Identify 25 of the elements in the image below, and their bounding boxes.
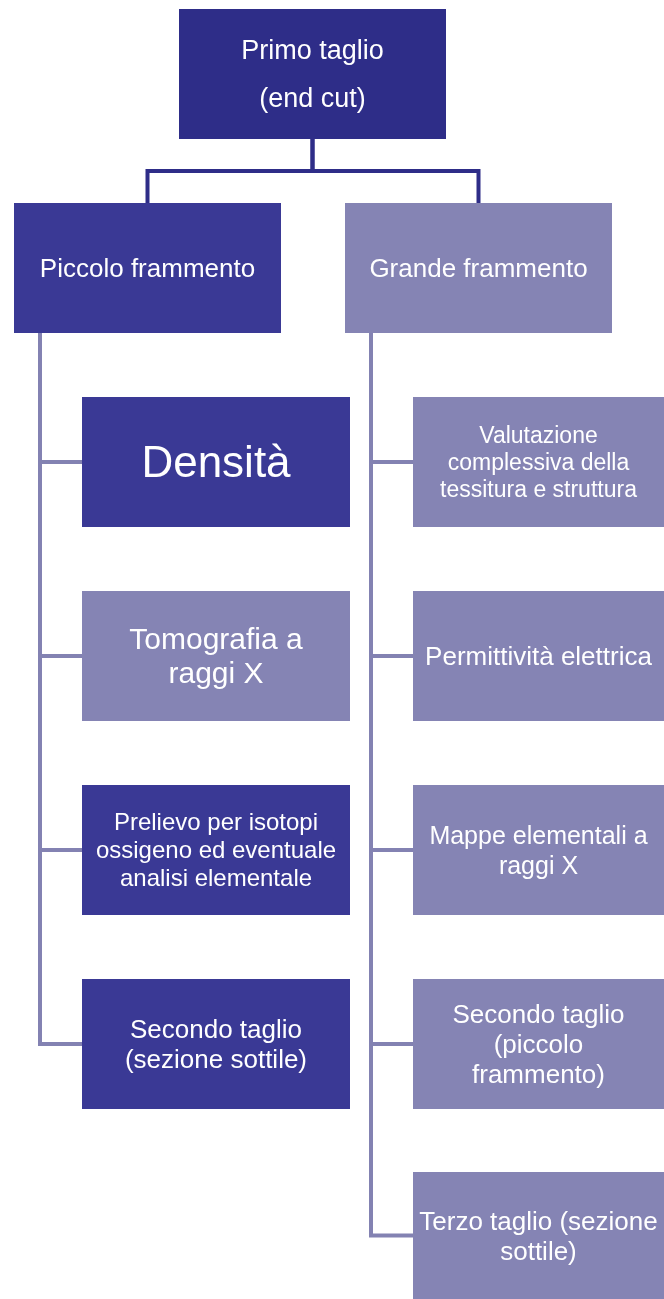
process-box — [82, 979, 350, 1109]
process-box — [82, 397, 350, 527]
box-label: Prelievo per isotopi ossigeno ed eventuale analisi elementale — [94, 808, 338, 892]
box-label: Densità — [141, 436, 291, 488]
process-box — [413, 1172, 664, 1299]
box-label: Valutazione complessiva della tessitura e struttura — [439, 421, 638, 503]
process-box — [413, 591, 664, 721]
process-box — [413, 397, 664, 527]
process-box — [14, 203, 281, 333]
box-label: Secondo taglio (sezione sottile) — [123, 1014, 309, 1074]
box-label: Piccolo frammento — [39, 251, 256, 285]
process-box — [82, 785, 350, 915]
box-label: Mappe elementali a raggi X — [428, 820, 649, 880]
box-label: Permittività elettrica — [425, 641, 652, 671]
box-label: Secondo taglio (piccolo frammento) — [451, 999, 626, 1089]
process-box — [413, 979, 664, 1109]
box-label: Primo taglio (end cut) — [240, 34, 385, 115]
box-label: Tomografia a raggi X — [128, 622, 304, 690]
box-label: Grande frammento — [369, 251, 588, 285]
process-box — [413, 785, 664, 915]
box-label: Terzo taglio (sezione sottile) — [418, 1205, 659, 1266]
process-box — [179, 9, 446, 139]
process-box — [345, 203, 612, 333]
process-box — [82, 591, 350, 721]
connector-line — [310, 139, 481, 203]
